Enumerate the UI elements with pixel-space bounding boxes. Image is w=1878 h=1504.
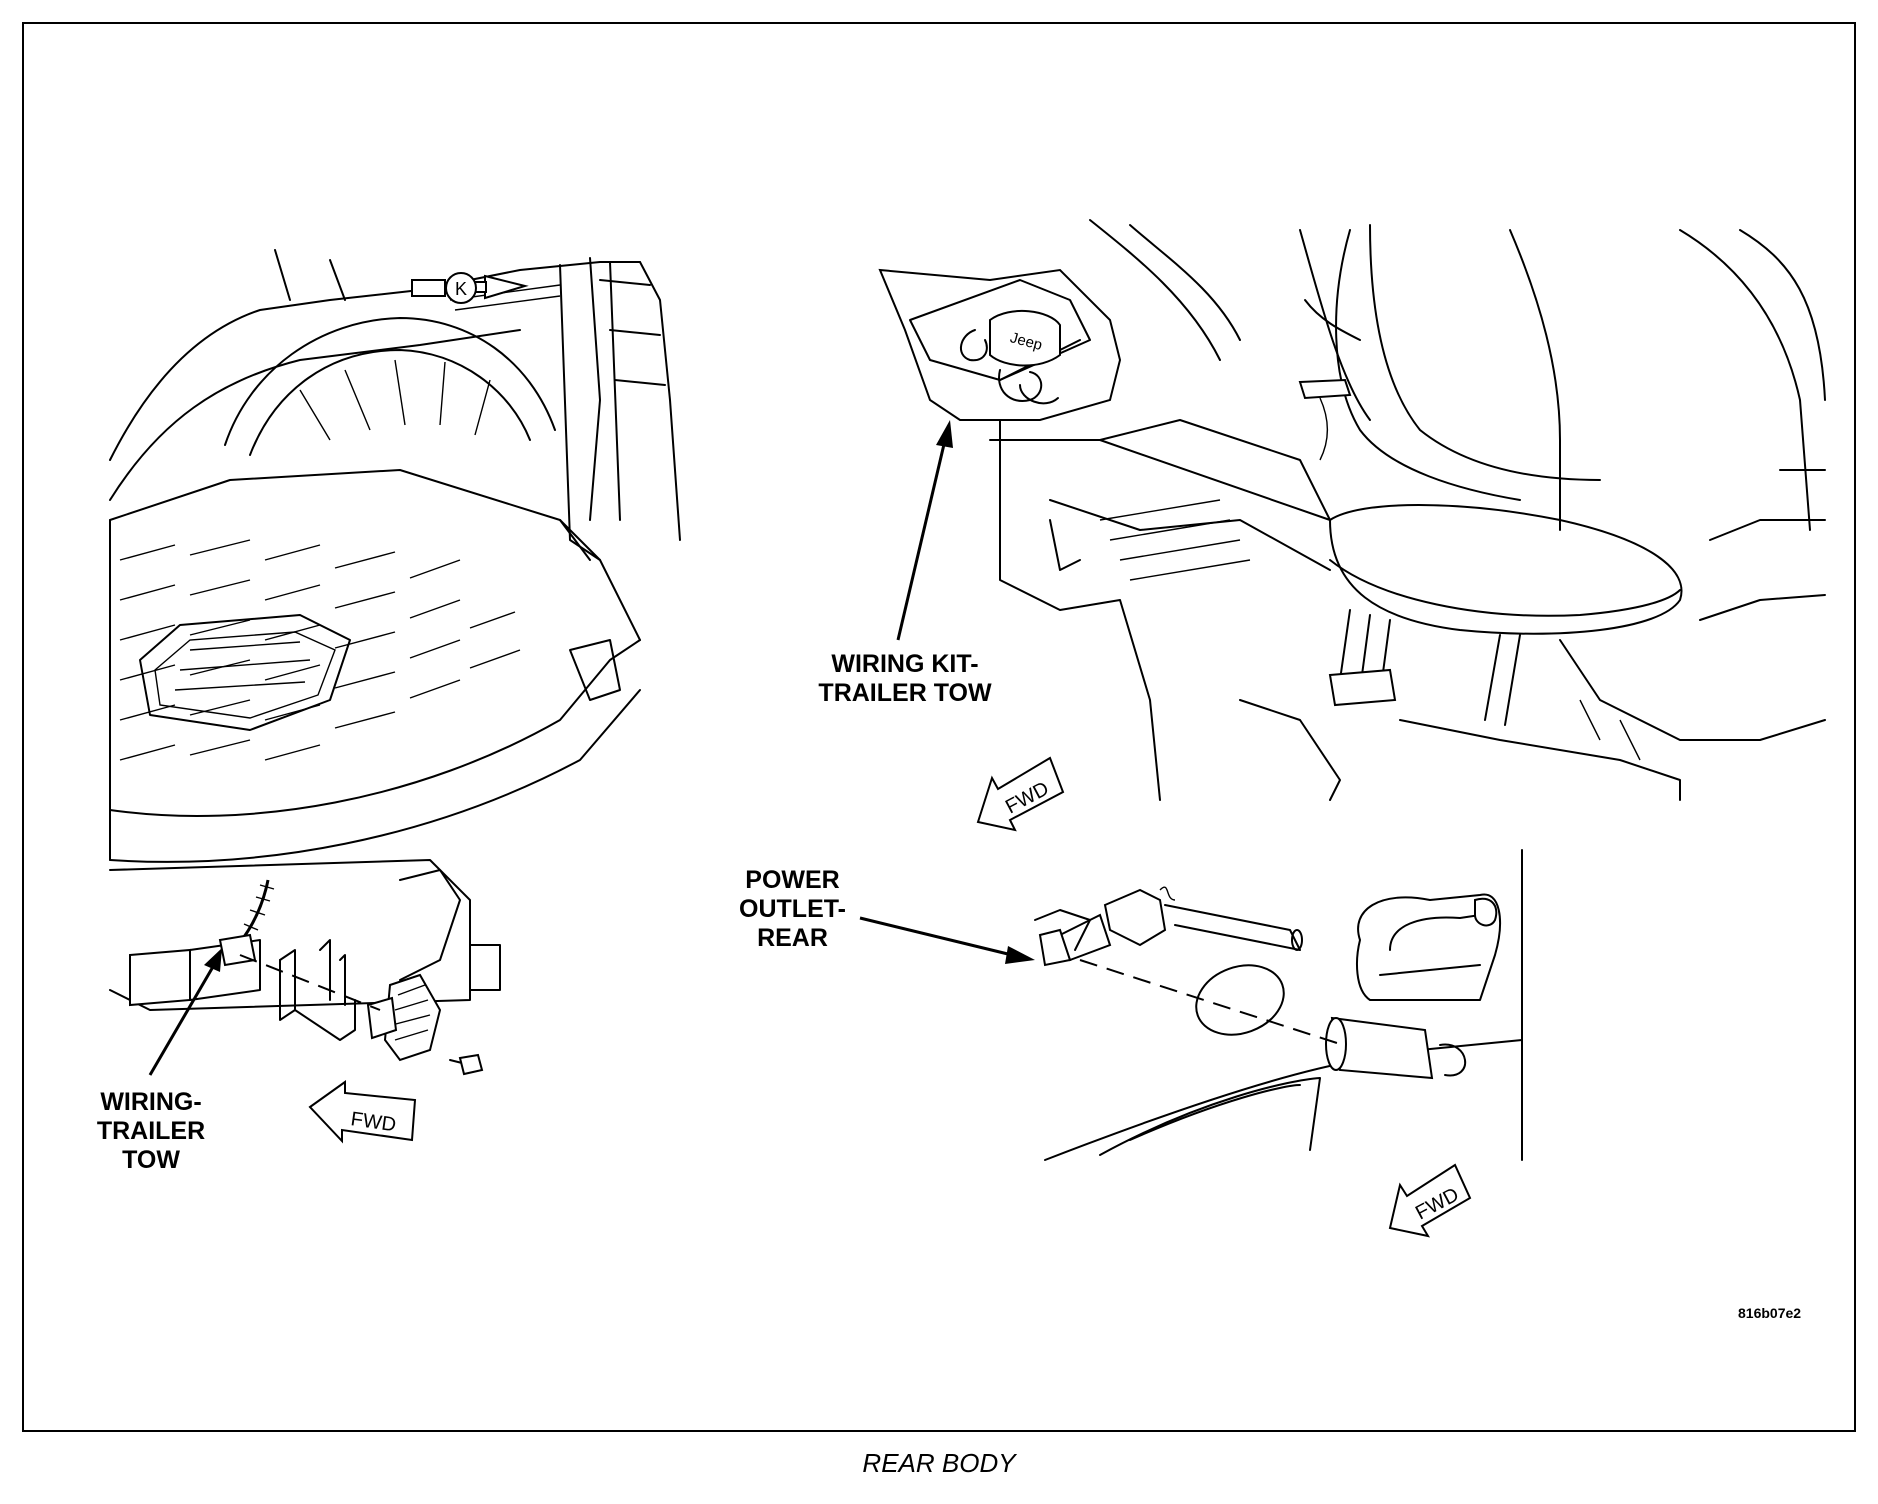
seat-area-view: Jeep bbox=[878, 219, 1826, 801]
figure-frame bbox=[22, 22, 1856, 1432]
fwd-arrow-right-top: FWD bbox=[976, 756, 1065, 832]
view-marker-label: K bbox=[455, 279, 467, 299]
fwd-arrow-left: FWD bbox=[308, 1080, 417, 1144]
cargo-area-view bbox=[109, 249, 681, 1076]
power-outlet-view bbox=[859, 849, 1523, 1161]
figure-caption: REAR BODY bbox=[862, 1448, 1016, 1478]
fwd-arrow-right-bottom: FWD bbox=[1388, 1163, 1472, 1238]
callout-wiring-trailer-tow: WIRING- TRAILER TOW bbox=[96, 1088, 206, 1174]
view-marker: K bbox=[445, 272, 477, 304]
callout-power-outlet-rear: POWER OUTLET- REAR bbox=[739, 866, 846, 952]
callout-wiring-kit-trailer-tow: WIRING KIT- TRAILER TOW bbox=[818, 650, 992, 707]
figure-id: 816b07e2 bbox=[1738, 1305, 1802, 1321]
